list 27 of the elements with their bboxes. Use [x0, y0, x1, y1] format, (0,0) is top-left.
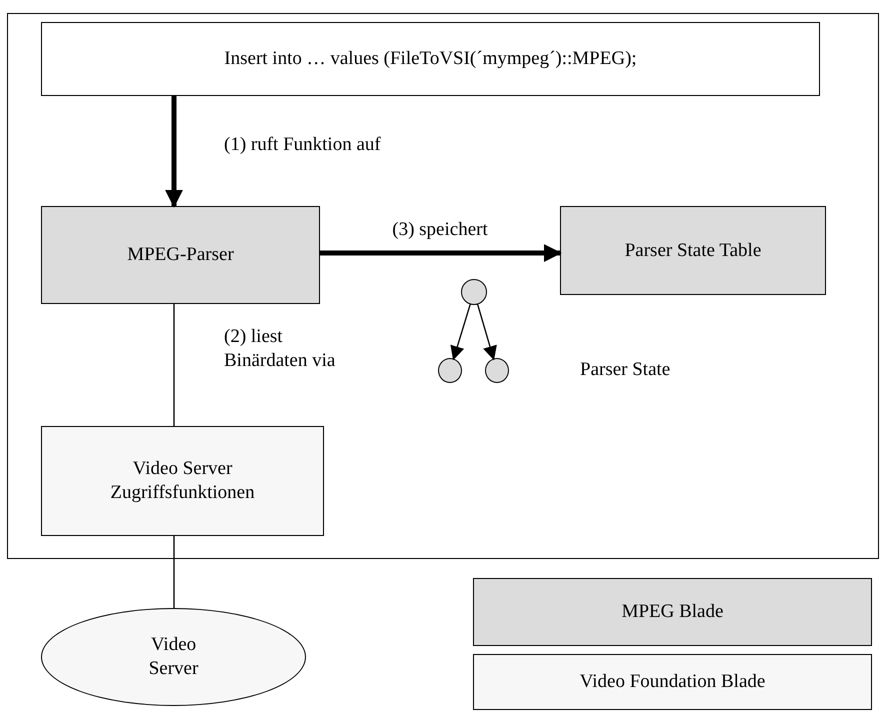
node-text: Video Server Zugriffsfunktionen	[109, 457, 256, 505]
process-box	[41, 206, 320, 304]
arrow	[477, 304, 497, 360]
arrow	[450, 304, 471, 360]
tree-node-circle	[461, 279, 487, 305]
node-text: MPEG-Parser	[127, 243, 234, 267]
tree-label: Parser State	[580, 358, 670, 382]
outer-frame	[7, 13, 879, 559]
edge-label: (3) speichert	[392, 218, 488, 242]
edge-label: (1) ruft Funktion auf	[224, 133, 381, 157]
connector-line	[173, 536, 175, 608]
table-box	[560, 206, 826, 295]
layer-bar	[473, 578, 872, 646]
process-box	[41, 426, 324, 536]
node-text: MPEG Blade	[622, 600, 724, 624]
arrow	[165, 96, 183, 208]
node-text: Video Foundation Blade	[580, 670, 766, 694]
node-text: Parser State Table	[624, 238, 762, 262]
arrow	[320, 244, 562, 262]
tree-node-circle	[485, 358, 509, 383]
layer-bar	[473, 654, 872, 710]
connector-line	[173, 304, 175, 426]
statement-box	[41, 22, 820, 96]
node-text: Video Server	[148, 633, 200, 681]
node-text: Insert into … values (FileToVSI(´mympeg´)::MPEG);	[224, 47, 637, 71]
tree-node-circle	[438, 358, 462, 383]
edge-label: (2) liest Binärdaten via	[224, 325, 336, 372]
